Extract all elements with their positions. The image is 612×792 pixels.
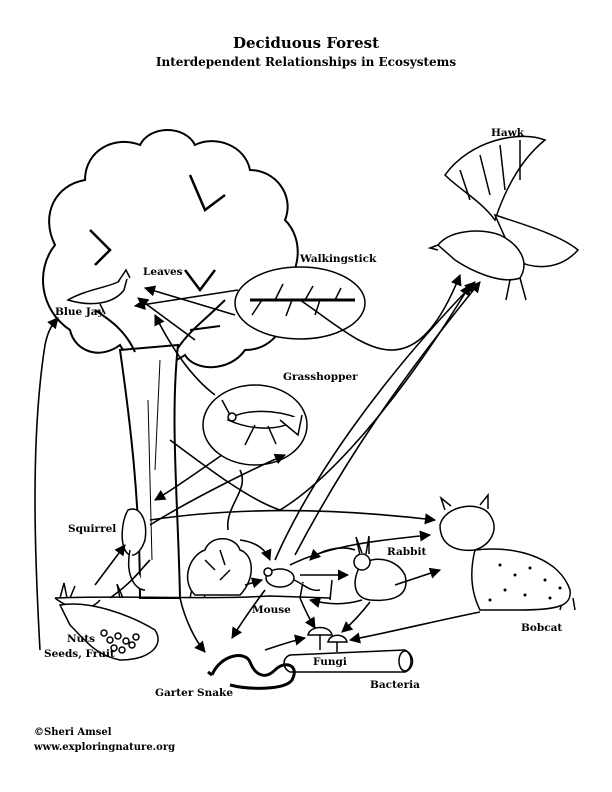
walkingstick-illustration	[189, 266, 366, 340]
fungi-illustration	[307, 626, 348, 652]
label-seeds-fruit: Seeds, Fruit	[44, 648, 115, 660]
bacteria-log-illustration	[283, 649, 414, 673]
hawk-illustration	[427, 135, 580, 301]
label-blue-jay: Blue Jay	[55, 306, 104, 318]
label-rabbit: Rabbit	[387, 546, 427, 558]
bobcat-illustration	[439, 492, 571, 611]
food-web-arrows	[34, 273, 481, 653]
grasshopper-illustration	[202, 384, 308, 466]
label-leaves: Leaves	[143, 266, 183, 278]
page-title: Deciduous Forest	[232, 34, 379, 52]
label-mouse: Mouse	[252, 604, 291, 616]
tree-illustration	[42, 129, 299, 599]
label-garter-snake: Garter Snake	[155, 687, 233, 699]
page-subtitle: Interdependent Relationships in Ecosyste…	[155, 55, 457, 69]
mouse-illustration	[263, 567, 321, 592]
rabbit-illustration	[353, 535, 407, 602]
copyright-text: ©Sheri Amsel	[34, 727, 112, 738]
shrub-illustration	[186, 538, 252, 596]
website-text: www.exploringnature.org	[34, 742, 176, 753]
garter-snake-illustration	[207, 654, 296, 690]
label-grasshopper: Grasshopper	[283, 371, 358, 383]
label-bobcat: Bobcat	[521, 622, 563, 634]
nuts-seeds-illustration	[58, 603, 159, 661]
label-hawk: Hawk	[491, 127, 525, 139]
blue-jay-illustration	[66, 268, 131, 315]
squirrel-illustration	[121, 508, 147, 591]
label-squirrel: Squirrel	[68, 523, 117, 535]
label-bacteria: Bacteria	[370, 679, 420, 691]
label-fungi: Fungi	[313, 656, 347, 668]
label-walkingstick: Walkingstick	[300, 253, 377, 265]
label-nuts: Nuts	[67, 633, 95, 645]
